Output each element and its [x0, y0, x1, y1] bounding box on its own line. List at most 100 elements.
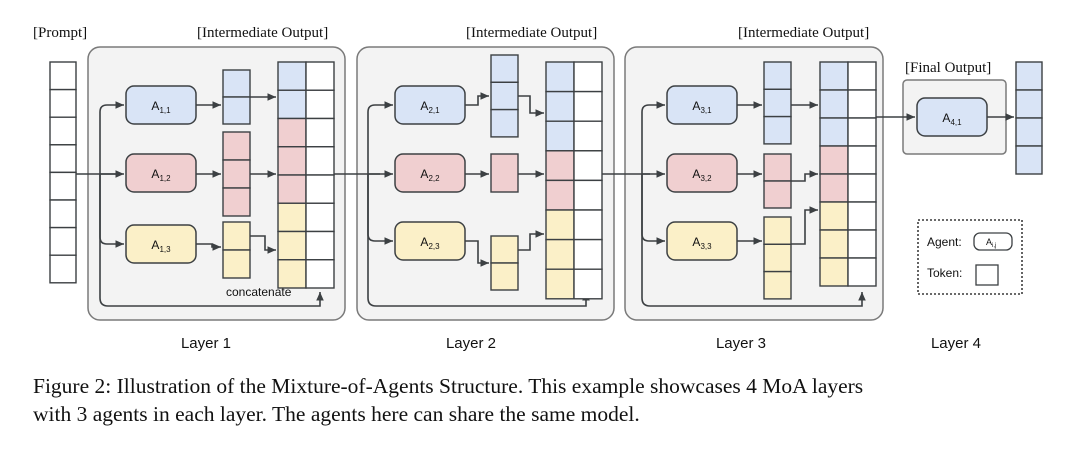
token: [573, 209, 603, 241]
final-output-label: [Final Output]: [905, 60, 991, 76]
token: [763, 243, 792, 273]
token: [847, 173, 877, 203]
token: [222, 69, 251, 98]
token: [277, 259, 307, 289]
intermediate-output-label-2: [Intermediate Output]: [466, 25, 597, 41]
token: [847, 61, 877, 91]
connectors: [76, 92, 1014, 307]
token: [222, 159, 251, 189]
agent-label: A2,1: [420, 99, 440, 115]
token: [222, 131, 251, 161]
agent-a33: A3,3: [666, 221, 738, 261]
token: [763, 153, 792, 182]
token: [305, 174, 335, 204]
layer-4-label: Layer 4: [931, 335, 981, 352]
agent-label: A2,3: [420, 235, 440, 251]
token: [545, 90, 575, 122]
layer1-concat-colored: [277, 61, 307, 289]
token: [763, 61, 792, 90]
token: [573, 120, 603, 152]
token: [305, 202, 335, 233]
legend: Agent: Ai,j Token:: [917, 219, 1023, 295]
layer2-concat-prompt: [573, 61, 603, 300]
token: [277, 202, 307, 233]
token: [305, 117, 335, 148]
layer1-agent3-output: [222, 221, 251, 279]
agent-boxes: A1,1A1,2A1,3A2,1A2,2A2,3A3,1A3,2A3,3A4,1: [125, 85, 988, 264]
token: [49, 226, 77, 256]
token: [847, 229, 877, 259]
token: [545, 179, 575, 211]
token: [277, 230, 307, 261]
layer2-concat-colored: [545, 61, 575, 300]
token: [545, 268, 575, 300]
token: [222, 96, 251, 125]
token-columns: [49, 54, 1043, 300]
token: [277, 89, 307, 120]
token: [49, 199, 77, 229]
legend-agent-label: Agent:: [927, 235, 962, 249]
token: [573, 268, 603, 300]
token: [573, 238, 603, 270]
token: [573, 150, 603, 182]
token: [49, 171, 77, 201]
token: [490, 81, 519, 111]
legend-token-glyph: [975, 264, 999, 286]
intermediate-output-label-1: [Intermediate Output]: [197, 25, 328, 41]
concatenate-label: concatenate: [226, 285, 292, 299]
token: [305, 89, 335, 120]
token: [545, 238, 575, 270]
layer1-concat-prompt: [305, 61, 335, 289]
agent-label: A3,2: [692, 167, 712, 183]
token: [847, 89, 877, 119]
layer2-agent1-output: [490, 54, 519, 138]
layer3-agent1-output: [763, 61, 792, 145]
agent-a13: A1,3: [125, 224, 197, 264]
token: [277, 117, 307, 148]
token: [763, 115, 792, 145]
token: [763, 270, 792, 300]
token: [763, 216, 792, 245]
legend-agent-glyph: [973, 232, 1013, 251]
agent-label: A1,1: [151, 99, 171, 115]
token: [305, 61, 335, 91]
token: [763, 180, 792, 209]
token: [1015, 89, 1043, 119]
token: [49, 116, 77, 146]
token: [545, 120, 575, 152]
token: [49, 88, 77, 118]
token: [819, 89, 849, 119]
token: [545, 61, 575, 93]
prompt-tokens: [49, 61, 77, 284]
moa-diagram: [Prompt] [Intermediate Output] [Intermed…: [33, 25, 1043, 352]
token: [277, 61, 307, 91]
layer1-agent2-output: [222, 131, 251, 217]
final-output-tokens: [1015, 61, 1043, 175]
agent-a11: A1,1: [125, 85, 197, 125]
agent-label: A3,3: [692, 235, 712, 251]
token: [49, 254, 77, 284]
token: [819, 145, 849, 175]
layer1-agent1-output: [222, 69, 251, 125]
token: [573, 90, 603, 122]
layer-2-label: Layer 2: [446, 335, 496, 352]
agent-label: A4,1: [942, 111, 962, 127]
agent-a41: A4,1: [916, 97, 988, 137]
layer2-agent2-output: [490, 153, 519, 193]
token: [305, 230, 335, 261]
token: [1015, 117, 1043, 147]
caption-line-2: with 3 agents in each layer. The agents …: [33, 402, 640, 426]
token: [1015, 145, 1043, 175]
token: [573, 61, 603, 93]
token: [819, 229, 849, 259]
token: [819, 201, 849, 231]
token: [819, 117, 849, 147]
token: [277, 146, 307, 176]
token: [49, 144, 77, 174]
agent-label: A1,2: [151, 167, 171, 183]
figure-caption: Figure 2: Illustration of the Mixture-of…: [33, 372, 1063, 428]
token: [490, 262, 519, 291]
token: [847, 145, 877, 175]
token: [545, 209, 575, 241]
token: [490, 153, 519, 193]
